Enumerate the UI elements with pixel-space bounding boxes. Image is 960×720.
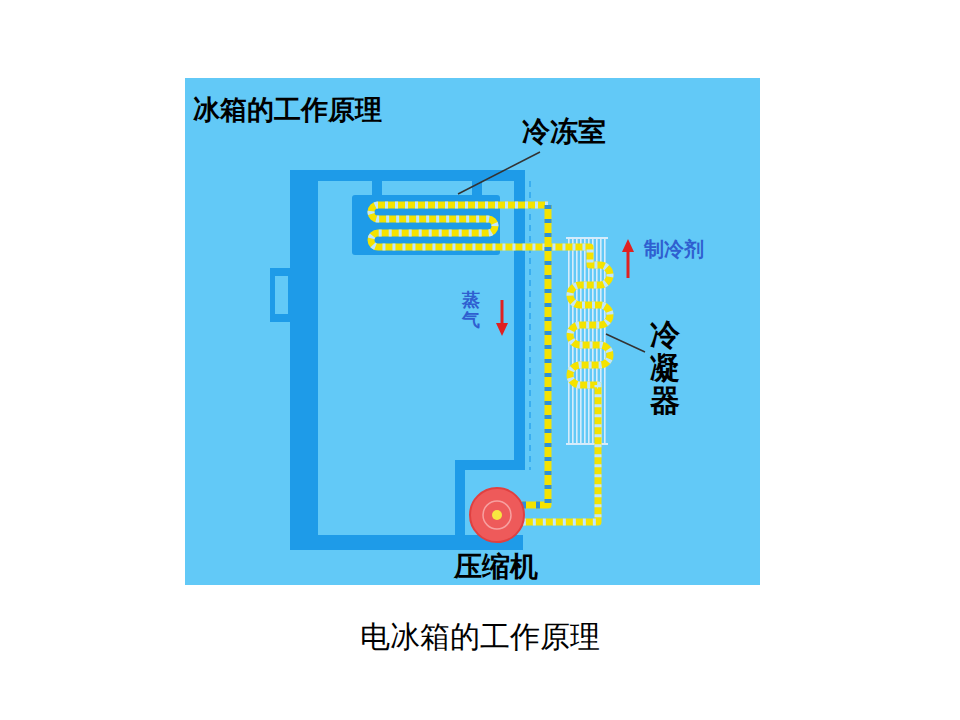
part-label: 冷凝器 xyxy=(650,318,680,417)
handle-gap xyxy=(275,276,288,314)
refrigerant-pipe xyxy=(371,205,610,522)
wall-line xyxy=(529,181,531,470)
fin-bar xyxy=(566,237,608,239)
fridge-body xyxy=(270,170,525,550)
diagram-title: 冰箱的工作原理 xyxy=(193,92,382,128)
flow-arrow xyxy=(496,300,508,336)
diagram-caption: 电冰箱的工作原理 xyxy=(360,617,600,658)
panel-ground xyxy=(185,78,760,585)
compressor-symbol xyxy=(470,488,524,542)
compressor-ring xyxy=(483,501,511,529)
part-label: 冷冻室 xyxy=(522,113,606,151)
compressor-core xyxy=(492,510,502,520)
fin-bar xyxy=(566,443,608,445)
leader-line xyxy=(458,152,540,194)
leader-line xyxy=(606,334,645,352)
flow-label: 蒸气 xyxy=(462,290,480,330)
flow-label: 制冷剂 xyxy=(644,236,704,263)
part-label: 压缩机 xyxy=(454,548,538,586)
flow-arrow xyxy=(622,239,634,278)
